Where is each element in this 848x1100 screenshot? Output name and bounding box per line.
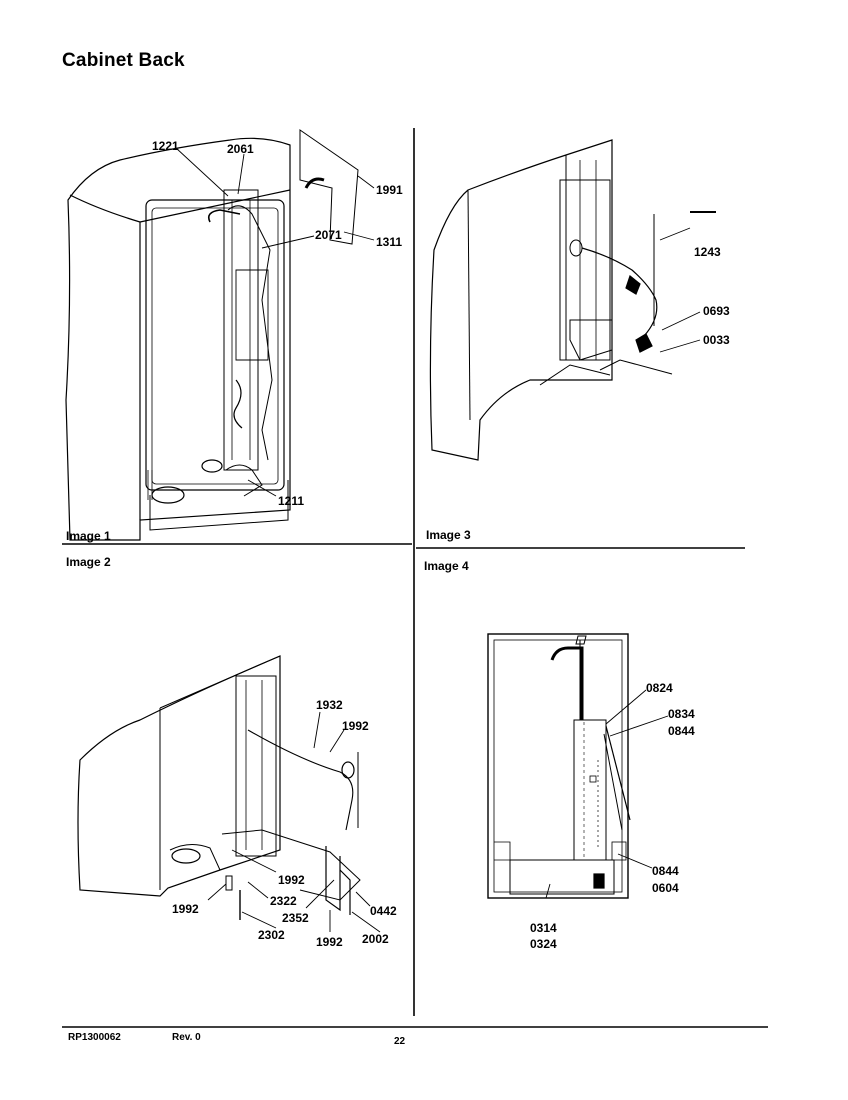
- page-title: Cabinet Back: [62, 50, 185, 71]
- callout-2002: 2002: [362, 932, 389, 946]
- callout-0824: 0824: [646, 681, 673, 695]
- callout-0314: 0314: [530, 921, 557, 935]
- callout-1992-b: 1992: [278, 873, 305, 887]
- panel-label-image-4: Image 4: [424, 559, 469, 573]
- callout-1992-a: 1992: [342, 719, 369, 733]
- footer-doc-number: RP1300062: [68, 1032, 121, 1043]
- panel-label-image-3: Image 3: [426, 528, 471, 542]
- callout-2322: 2322: [270, 894, 297, 908]
- callout-1221: 1221: [152, 139, 179, 153]
- image-1-drawing: [65, 129, 375, 541]
- callout-0844-a: 0844: [668, 724, 695, 738]
- footer-page-number: 22: [394, 1036, 406, 1047]
- panel-label-image-1: Image 1: [66, 529, 111, 543]
- callout-0033: 0033: [703, 333, 730, 347]
- image-4-drawing: [487, 633, 669, 899]
- panel-label-image-2: Image 2: [66, 555, 111, 569]
- callout-0442: 0442: [370, 904, 397, 918]
- callout-0834: 0834: [668, 707, 695, 721]
- callout-2302: 2302: [258, 928, 285, 942]
- callout-1311: 1311: [376, 235, 402, 249]
- callout-2071: 2071: [315, 228, 342, 242]
- callout-1211: 1211: [278, 494, 304, 508]
- image-2-drawing: [77, 655, 381, 933]
- callout-0324: 0324: [530, 937, 557, 951]
- callout-1992-d: 1992: [316, 935, 343, 949]
- callout-1932: 1932: [316, 698, 343, 712]
- callout-0844-b: 0844: [652, 864, 679, 878]
- callout-0693: 0693: [703, 304, 730, 318]
- callout-1991: 1991: [376, 183, 403, 197]
- callout-1243: 1243: [694, 245, 721, 259]
- callout-labels: 1221 2061 1991 1311 2071 1211 1932 1992 …: [152, 139, 730, 951]
- callout-2352: 2352: [282, 911, 309, 925]
- footer-revision: Rev. 0: [172, 1032, 201, 1043]
- callout-0604: 0604: [652, 881, 679, 895]
- callout-2061: 2061: [227, 142, 254, 156]
- image-3-drawing: [429, 139, 716, 461]
- callout-1992-c: 1992: [172, 902, 199, 916]
